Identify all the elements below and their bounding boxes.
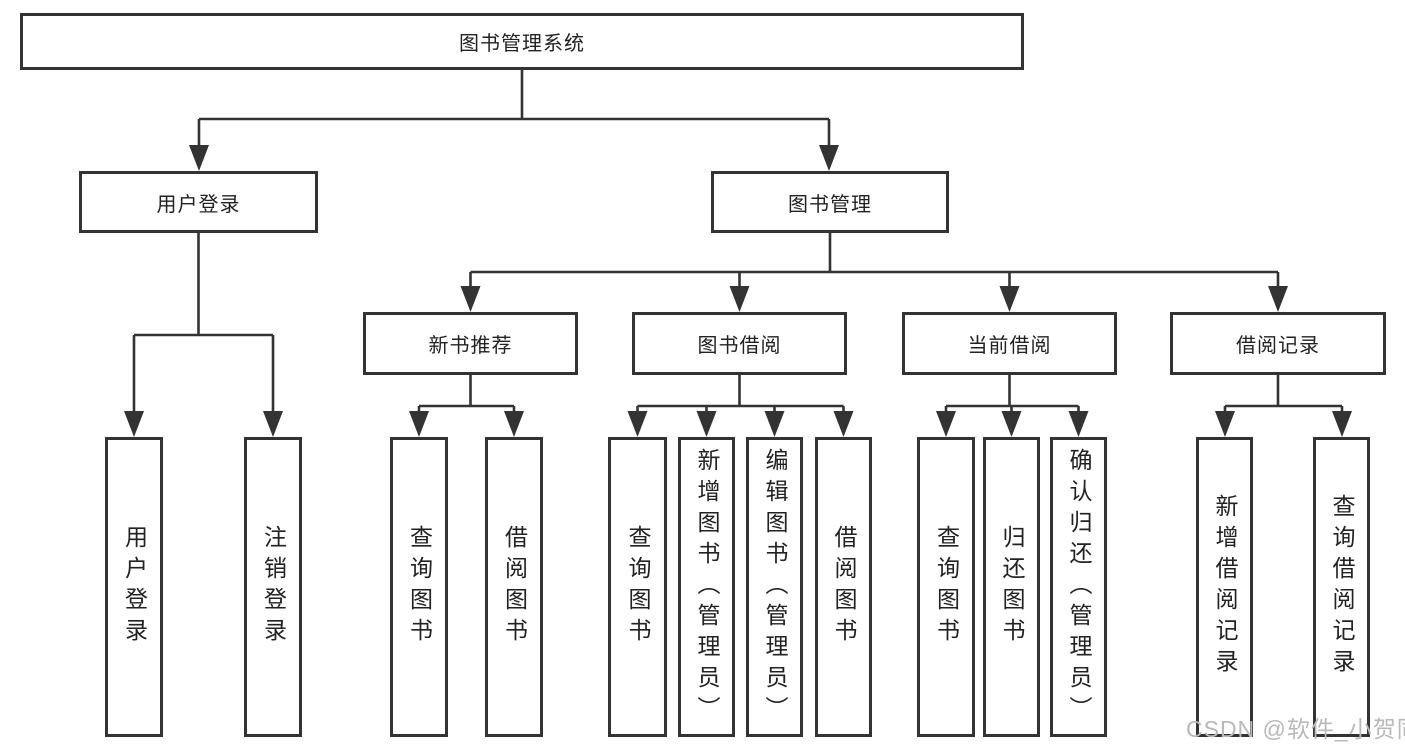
leaf-query-borrow-record-label: 查询借阅记录 — [1329, 494, 1355, 680]
node-user-login-label: 用户登录 — [156, 193, 241, 216]
connector-current-borrowing-children — [944, 375, 1080, 414]
node-book-borrowing: 图书借阅 — [632, 312, 847, 375]
node-root-label: 图书管理系统 — [459, 33, 585, 55]
leaf-borrow-books-recommend: 借阅图书 — [485, 437, 543, 737]
node-new-book-recommend: 新书推荐 — [363, 312, 578, 375]
leaf-user-login-label: 用户登录 — [121, 525, 148, 649]
leaf-add-borrow-record: 新增借阅记录 — [1196, 437, 1253, 737]
leaf-query-books-current: 查询图书 — [917, 437, 975, 737]
connector-user-login-children — [132, 233, 275, 413]
node-current-borrowing-label: 当前借阅 — [967, 335, 1052, 357]
leaf-query-books-recommend: 查询图书 — [390, 437, 448, 737]
node-root-library-system: 图书管理系统 — [20, 13, 1024, 70]
leaf-query-books-borrowing: 查询图书 — [608, 437, 667, 737]
leaf-query-books-borrowing-label: 查询图书 — [625, 525, 651, 649]
node-book-management-label: 图书管理 — [788, 193, 872, 216]
leaf-borrow-books-borrowing: 借阅图书 — [815, 437, 872, 737]
node-book-borrowing-label: 图书借阅 — [697, 335, 782, 357]
leaf-confirm-return-admin: 确认归还（管理员） — [1050, 437, 1107, 737]
leaf-edit-book-admin-label: 编辑图书（管理员） — [762, 447, 788, 727]
leaf-return-book-label: 归还图书 — [999, 525, 1025, 649]
leaf-borrow-books-borrowing-label: 借阅图书 — [831, 525, 857, 649]
leaf-borrow-books-recommend-label: 借阅图书 — [501, 525, 528, 649]
leaf-add-book-admin: 新增图书（管理员） — [678, 437, 735, 737]
leaf-query-books-recommend-label: 查询图书 — [406, 525, 433, 649]
connector-book-management-children — [469, 233, 1280, 288]
node-book-management: 图书管理 — [711, 171, 949, 233]
connector-borrowing-records-children — [1223, 375, 1344, 414]
connector-book-borrowing-children — [636, 375, 845, 414]
leaf-add-borrow-record-label: 新增借阅记录 — [1212, 494, 1238, 680]
leaf-query-borrow-record: 查询借阅记录 — [1313, 437, 1370, 737]
connector-new-book-recommend-children — [417, 375, 516, 414]
node-new-book-recommend-label: 新书推荐 — [428, 335, 513, 357]
leaf-user-login: 用户登录 — [105, 437, 163, 737]
leaf-return-book: 归还图书 — [983, 437, 1040, 737]
connector-root-to-level2 — [197, 70, 831, 147]
node-user-login: 用户登录 — [79, 171, 318, 233]
leaf-add-book-admin-label: 新增图书（管理员） — [694, 447, 720, 727]
node-borrowing-records-label: 借阅记录 — [1236, 335, 1320, 357]
csdn-watermark: CSDN @软件_小贺同学 — [1186, 716, 1405, 742]
leaf-edit-book-admin: 编辑图书（管理员） — [746, 437, 803, 737]
node-current-borrowing: 当前借阅 — [902, 312, 1117, 375]
leaf-query-books-current-label: 查询图书 — [933, 525, 960, 649]
node-borrowing-records: 借阅记录 — [1170, 312, 1386, 375]
leaf-logout: 注销登录 — [244, 437, 302, 737]
leaf-logout-label: 注销登录 — [260, 525, 287, 649]
leaf-confirm-return-admin-label: 确认归还（管理员） — [1066, 447, 1092, 727]
